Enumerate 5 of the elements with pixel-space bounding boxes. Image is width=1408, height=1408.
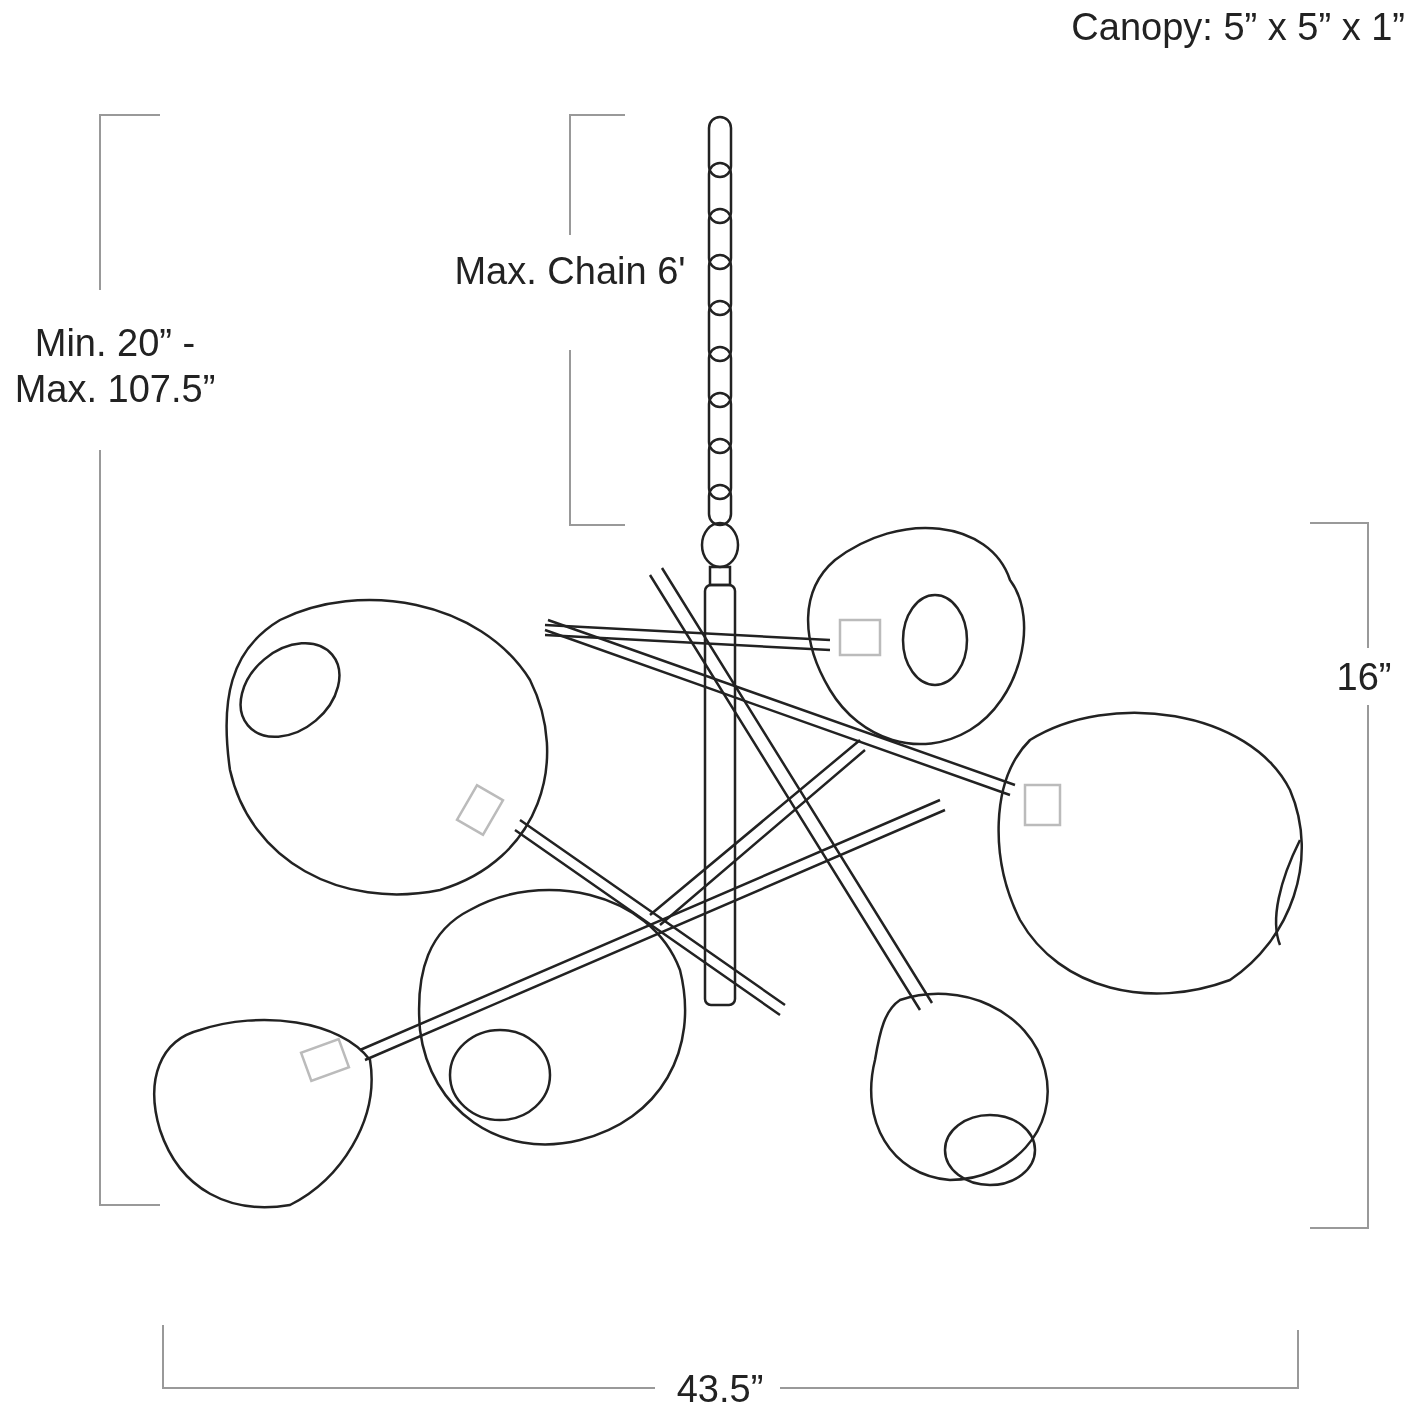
chain-dimension: Max. Chain 6' — [453, 249, 687, 294]
canopy-dimension: Canopy: 5” x 5” x 1” — [1070, 5, 1405, 50]
height-dimension: 16” — [1335, 655, 1393, 700]
height-dimension: Min. 20” - Max. 107.5” — [13, 321, 217, 412]
width-dimension: 43.5” — [675, 1367, 765, 1408]
